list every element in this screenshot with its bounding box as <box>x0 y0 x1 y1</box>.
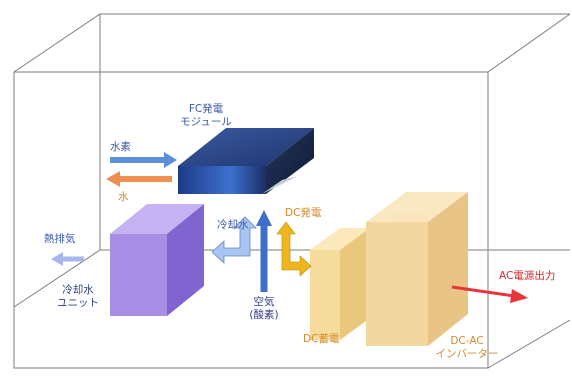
fc-module-label-line2: モジュール <box>180 116 232 128</box>
fc-module-box <box>178 128 314 194</box>
inverter-label-line1: DC-AC <box>450 335 484 347</box>
coolant-label: 冷却水 <box>217 219 249 231</box>
coolant-arrow <box>211 216 257 264</box>
exhaust-heat-arrow <box>51 252 84 266</box>
cooling-unit-label-line1: 冷却水 <box>62 284 94 296</box>
dc-storage-box <box>310 228 370 340</box>
air-label-line2: (酸素) <box>249 309 279 321</box>
inverter-label-line2: インバーター <box>435 348 499 360</box>
hydrogen-arrow <box>110 152 177 168</box>
ac-output-arrow <box>451 285 528 303</box>
cooling-unit-label-line2: ユニット <box>57 297 99 309</box>
air-arrow <box>256 210 272 292</box>
dc-storage-label: DC蓄電 <box>303 333 340 345</box>
hydrogen-label: 水素 <box>110 141 131 153</box>
exhaust-heat-label: 熱排気 <box>44 233 76 245</box>
air-label: 空気 (酸素) <box>234 296 294 322</box>
dc-generation-label: DC発電 <box>285 207 322 219</box>
cooling-unit-box <box>110 204 204 316</box>
water-arrow <box>106 171 172 187</box>
inverter-box <box>366 192 468 346</box>
air-label-line1: 空気 <box>253 296 275 308</box>
fc-module-label: FC発電 モジュール <box>176 103 236 129</box>
cooling-unit-label: 冷却水 ユニット <box>50 284 106 310</box>
inverter-label: DC-AC インバーター <box>430 335 504 361</box>
fc-module-label-line1: FC発電 <box>188 103 224 115</box>
dc-generation-arrow <box>276 221 312 277</box>
water-label: 水 <box>118 191 129 203</box>
ac-output-label: AC電源出力 <box>499 270 556 282</box>
